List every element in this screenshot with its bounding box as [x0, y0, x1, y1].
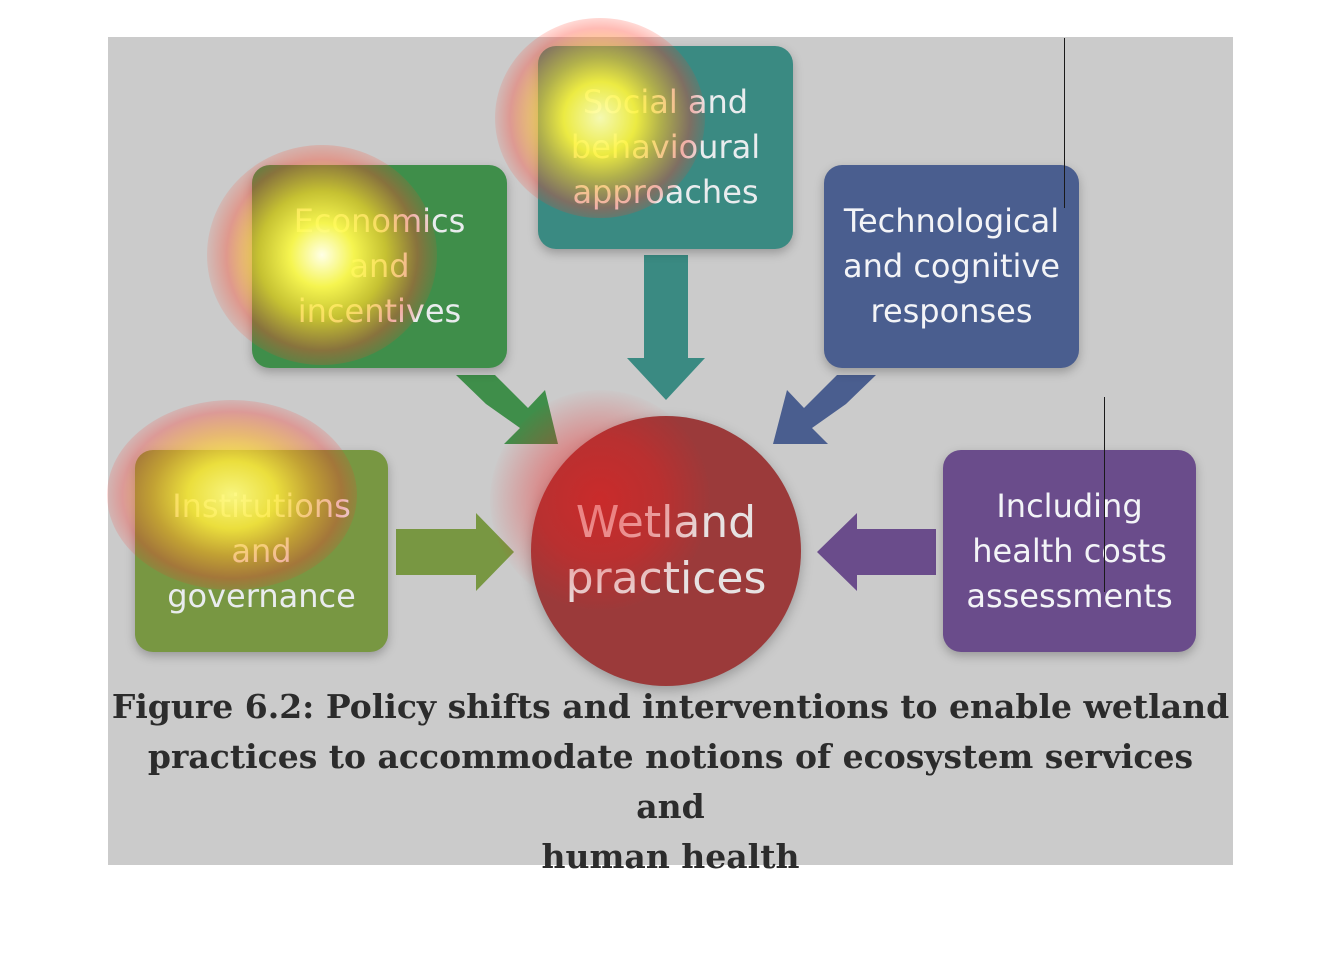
- box-institutions-governance: Institutions and governance: [135, 450, 388, 652]
- caption-line-1: Figure 6.2: Policy shifts and interventi…: [111, 687, 1230, 726]
- text-cursor-line: [1064, 38, 1065, 208]
- arrow-health-to-center: [817, 513, 936, 591]
- box-technological-cognitive: Technological and cognitive responses: [824, 165, 1079, 368]
- box-social-label: Social and behavioural approaches: [570, 83, 761, 211]
- arrow-tech-to-center: [773, 375, 876, 444]
- box-health-costs: Including health costs assessments: [943, 450, 1196, 652]
- box-tech-label: Technological and cognitive responses: [842, 202, 1061, 330]
- caption-line-3: human health: [541, 837, 800, 876]
- arrow-social-to-center: [627, 255, 705, 400]
- caption-line-2: practices to accommodate notions of ecos…: [147, 737, 1194, 826]
- center-wetland-practices: Wetland practices: [531, 416, 801, 686]
- arrow-econ-to-center: [456, 375, 558, 444]
- center-label: Wetland practices: [565, 497, 767, 604]
- figure-caption: Figure 6.2: Policy shifts and interventi…: [108, 682, 1233, 882]
- box-social-behavioural: Social and behavioural approaches: [538, 46, 793, 249]
- arrow-inst-to-center: [396, 513, 514, 591]
- box-economics-incentives: Economics and incentives: [252, 165, 507, 368]
- box-health-label: Including health costs assessments: [966, 486, 1173, 615]
- text-cursor-line: [1104, 397, 1105, 592]
- box-inst-label: Institutions and governance: [167, 486, 356, 615]
- box-econ-label: Economics and incentives: [293, 202, 466, 330]
